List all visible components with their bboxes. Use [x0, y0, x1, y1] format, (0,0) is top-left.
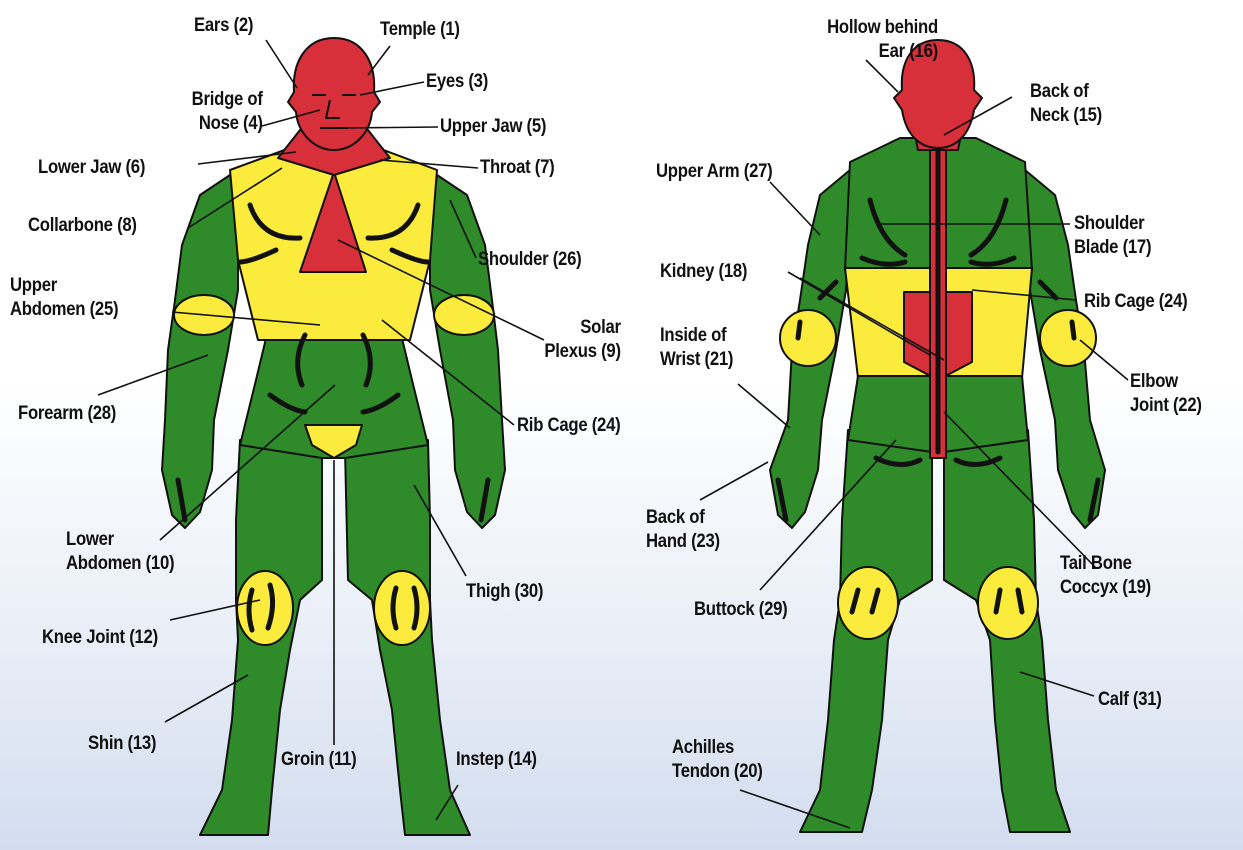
label-groin: Groin (11) [281, 748, 356, 772]
label-shin: Shin (13) [88, 732, 156, 756]
back-figure [770, 40, 1105, 832]
label-back-rib-cage: Rib Cage (24) [1084, 290, 1187, 314]
label-shoulder: Shoulder (26) [478, 248, 581, 272]
label-back-of-neck: Back of Neck (15) [1030, 80, 1102, 128]
back-right-elbow [1040, 310, 1096, 366]
back-left-knee [838, 567, 898, 639]
label-shoulder-blade: Shoulder Blade (17) [1074, 212, 1151, 260]
label-instep: Instep (14) [456, 748, 537, 772]
back-right-knee [978, 567, 1038, 639]
label-knee-joint: Knee Joint (12) [42, 626, 158, 650]
label-temple: Temple (1) [380, 18, 460, 42]
label-back-of-hand: Back of Hand (23) [646, 506, 720, 554]
label-calf: Calf (31) [1098, 688, 1162, 712]
label-forearm: Forearm (28) [18, 402, 116, 426]
label-ears: Ears (2) [194, 14, 253, 38]
label-front-rib-cage: Rib Cage (24) [517, 414, 620, 438]
front-right-arm [430, 175, 505, 528]
label-achilles-tendon: Achilles Tendon (20) [672, 736, 763, 784]
label-tail-bone: Tail Bone Coccyx (19) [1060, 552, 1151, 600]
label-kidney: Kidney (18) [660, 260, 747, 284]
label-lower-abdomen: Lower Abdomen (10) [66, 528, 174, 576]
label-hollow-behind-ear: Hollow behind Ear (16) [827, 16, 938, 64]
front-left-knee [237, 571, 293, 645]
back-left-elbow [780, 310, 836, 366]
label-bridge-of-nose: Bridge of Nose (4) [192, 88, 263, 136]
label-solar-plexus: Solar Plexus (9) [545, 316, 621, 364]
label-upper-arm: Upper Arm (27) [656, 160, 772, 184]
label-upper-jaw: Upper Jaw (5) [440, 115, 546, 139]
label-throat: Throat (7) [480, 156, 554, 180]
label-lower-jaw: Lower Jaw (6) [38, 156, 145, 180]
front-left-arm [162, 175, 238, 528]
label-thigh: Thigh (30) [466, 580, 543, 604]
front-right-knee [374, 571, 430, 645]
label-eyes: Eyes (3) [426, 70, 488, 94]
label-elbow-joint: Elbow Joint (22) [1130, 370, 1202, 418]
label-collarbone: Collarbone (8) [28, 214, 137, 238]
label-inside-of-wrist: Inside of Wrist (21) [660, 324, 733, 372]
label-buttock: Buttock (29) [694, 598, 787, 622]
label-upper-abdomen: Upper Abdomen (25) [10, 274, 118, 322]
